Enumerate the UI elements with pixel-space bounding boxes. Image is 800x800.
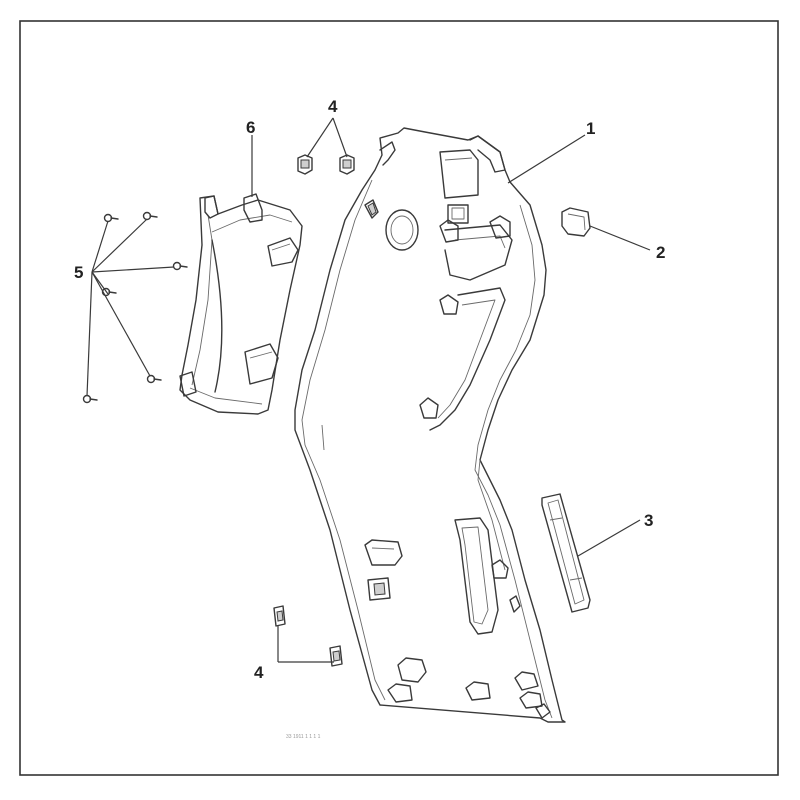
part-1-inner-panel <box>294 127 566 723</box>
callout-3: 3 <box>644 511 653 530</box>
callout-1: 1 <box>586 119 595 138</box>
part-4-clips-bottom <box>273 605 343 667</box>
part-2-clip <box>561 207 591 237</box>
callout-6: 6 <box>246 118 255 137</box>
part-6-cover <box>179 193 303 415</box>
diagram-frame <box>19 20 779 776</box>
footer-mark: 33 1911 1 1 1 1 <box>286 734 321 740</box>
part-3-gasket <box>541 493 591 613</box>
callout-4-top: 4 <box>328 97 338 116</box>
callout-5: 5 <box>74 263 83 282</box>
part-4-clips-top <box>297 154 355 175</box>
screw-5 <box>146 374 162 384</box>
leader-lines <box>86 117 651 663</box>
screw-6 <box>82 394 98 404</box>
screw-3 <box>172 261 188 271</box>
callout-4-bottom: 4 <box>254 663 264 682</box>
screw-1 <box>103 213 119 223</box>
part-5-screws <box>82 211 188 404</box>
screw-2 <box>142 211 158 221</box>
callout-2: 2 <box>656 243 665 262</box>
